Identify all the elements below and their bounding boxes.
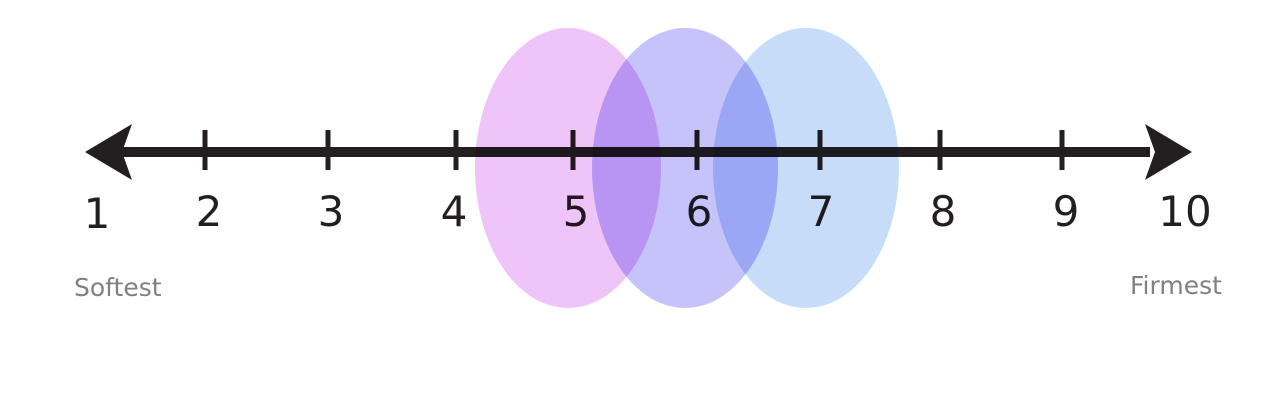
tick-label: 3 (318, 187, 345, 236)
firmest-label: Firmest (1130, 271, 1222, 300)
tick-label: 7 (808, 187, 835, 236)
tick-label: 1 (84, 189, 111, 238)
tick-mark (937, 130, 943, 170)
tick-label: 8 (930, 187, 957, 236)
tick-mark (325, 130, 331, 170)
tick-label: 10 (1158, 187, 1211, 236)
tick-mark (202, 130, 208, 170)
tick-label: 9 (1053, 187, 1080, 236)
tick-label: 6 (686, 187, 713, 236)
tick-label: 5 (563, 187, 590, 236)
right-arrow-icon (1145, 124, 1192, 180)
tick-mark (1059, 130, 1065, 170)
tick-label: 2 (196, 187, 223, 236)
blue-range (713, 28, 899, 308)
tick-label: 4 (441, 187, 468, 236)
softest-label: Softest (74, 273, 162, 302)
left-arrow-icon (85, 124, 132, 180)
tick-mark (453, 130, 459, 170)
